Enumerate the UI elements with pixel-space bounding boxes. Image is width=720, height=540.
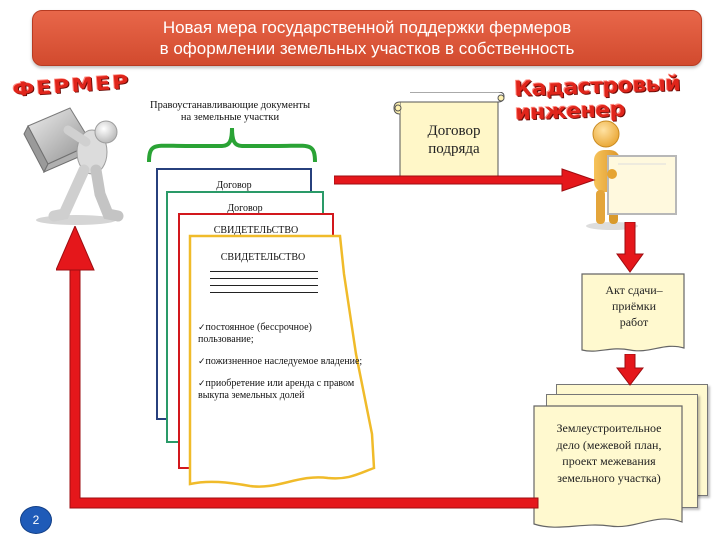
act-line-1: Акт сдачи–	[605, 283, 663, 297]
contract-scroll-icon	[393, 92, 505, 177]
page-number-badge: 2	[20, 506, 52, 534]
certificate-sheet-label: СВИДЕТЕЛЬСТВО	[220, 252, 306, 263]
arrow-down-to-act	[616, 222, 644, 273]
page-number: 2	[32, 513, 40, 527]
document-sheet-1-label: Договор	[216, 180, 252, 191]
engineer-figure-icon	[586, 120, 677, 230]
land-case-line-3: проект межевания	[562, 454, 656, 468]
documents-header-line-1: Правоустанавливающие документы	[149, 100, 310, 111]
arrow-right-to-engineer	[334, 168, 596, 192]
contract-line-2: подряда	[428, 141, 480, 157]
land-case-line-2: дело (межевой план,	[556, 437, 662, 452]
title-banner: Новая мера государственной поддержки фер…	[32, 10, 702, 66]
document-sheet-3-label: СВИДЕТЕЛЬСТВО	[213, 225, 299, 236]
document-sheet-2-label: Договор	[227, 203, 263, 214]
land-case-line-1: Землеустроительное	[556, 421, 662, 435]
arrow-return-to-farmer	[56, 226, 539, 509]
certificate-lines	[210, 271, 318, 293]
farmer-figure-icon	[23, 107, 124, 225]
title-line-1: Новая мера государственной поддержки фер…	[162, 18, 572, 37]
curly-brace-icon	[147, 127, 317, 163]
act-paper	[581, 273, 685, 352]
land-case-paper-front	[533, 405, 683, 528]
certificate-bullets: ✓постоянное (бессрочное) пользование; ✓п…	[198, 322, 366, 402]
bullet-item: ✓постоянное (бессрочное) пользование;	[198, 322, 312, 345]
act-line-2: приёмки	[611, 299, 656, 313]
title-line-2: в оформлении земельных участков в собств…	[159, 39, 575, 58]
bullet-item: ✓пожизненное наследуемое владение;	[198, 356, 363, 367]
documents-header-line-2: на земельные участки	[180, 112, 280, 123]
contract-line-1: Договор	[427, 123, 481, 139]
arrow-down-to-land-case	[616, 354, 644, 386]
bullet-item: ✓приобретение или аренда с правом выкупа…	[198, 378, 355, 401]
land-case-line-4: земельного участка)	[557, 470, 661, 485]
act-line-3: работ	[619, 315, 649, 329]
certificate-sheet	[188, 234, 376, 488]
